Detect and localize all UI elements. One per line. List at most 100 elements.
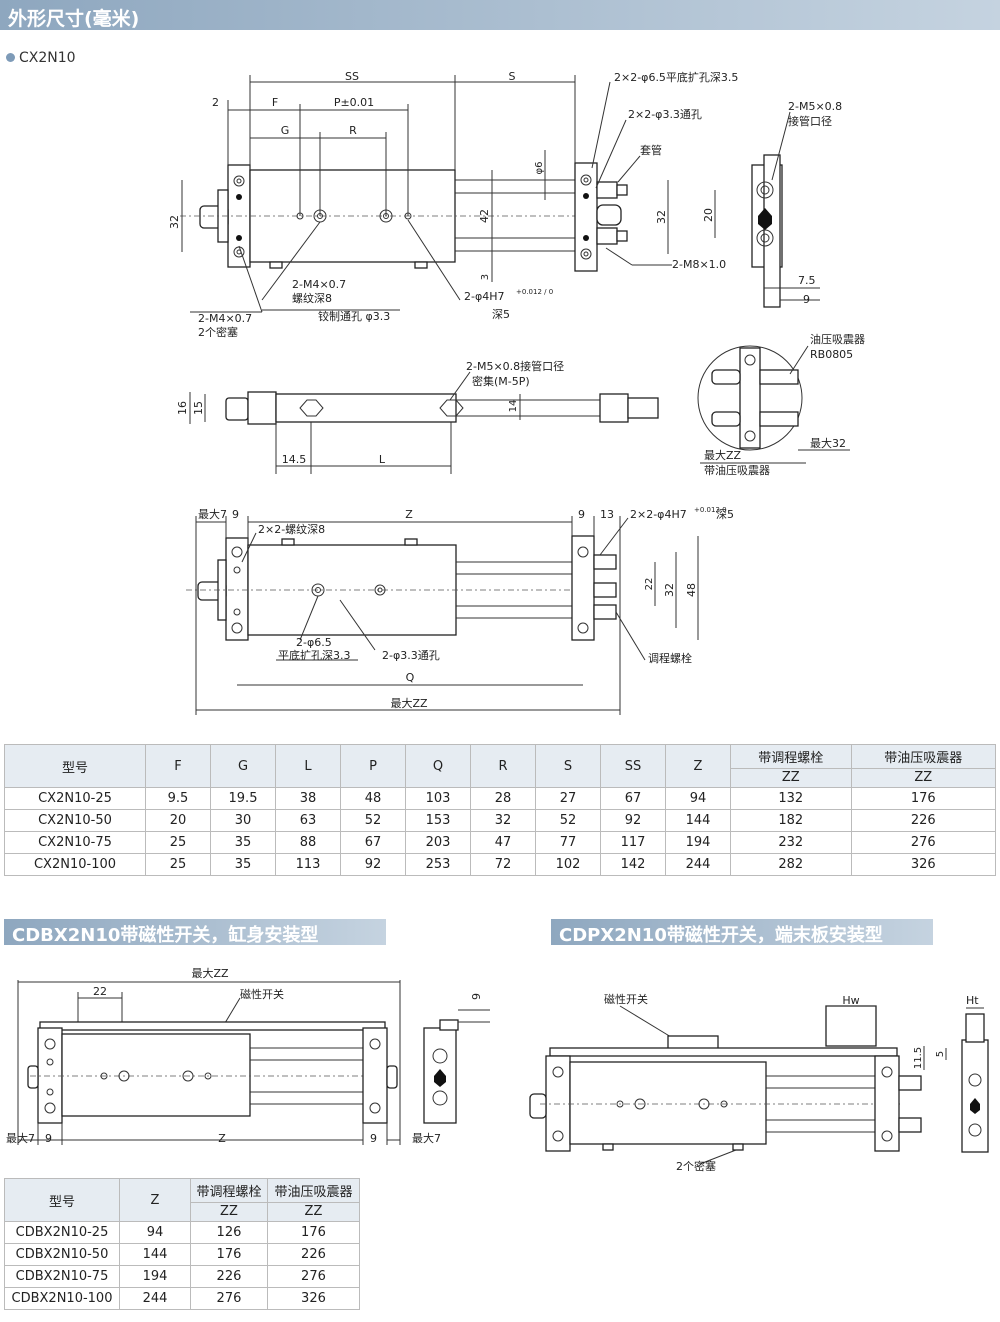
table-cell: 282	[730, 853, 852, 876]
svg-text:+0.012 / 0: +0.012 / 0	[516, 288, 553, 296]
page-title: 外形尺寸(毫米)	[8, 8, 140, 30]
svg-text:2-M5×0.8: 2-M5×0.8	[788, 100, 842, 113]
table-cell: 20	[145, 809, 211, 832]
svg-text:13: 13	[600, 508, 614, 521]
drawing-area-top: SS S 2 F P±0.01 G R 32 42 3 φ6 32 2×2-φ6…	[168, 70, 865, 715]
table-cell: 47	[470, 831, 536, 854]
table-cell: 132	[730, 787, 852, 810]
svg-text:32: 32	[168, 215, 181, 229]
svg-text:最大7: 最大7	[412, 1131, 441, 1145]
th-zz-absorber: ZZ	[850, 767, 997, 789]
svg-text:9: 9	[803, 293, 810, 306]
th-group-absorber: 带油压吸震器	[850, 744, 997, 769]
table-cell: 94	[119, 1221, 191, 1244]
svg-text:11.5: 11.5	[913, 1047, 924, 1069]
svg-text:L: L	[379, 453, 386, 466]
table-cell: 117	[600, 831, 666, 854]
spec-table-cx2n10: 型号 F G L P Q R S SS Z 带调程螺栓 带油压吸震器 ZZ ZZ…	[4, 744, 997, 876]
section-header-cdbx: CDBX2N10带磁性开关，缸身安装型	[4, 919, 386, 946]
svg-text:9: 9	[470, 993, 483, 1000]
table-cell: 35	[210, 831, 276, 854]
table-cell: 35	[210, 853, 276, 876]
svg-text:深5: 深5	[492, 308, 510, 321]
svg-text:最大32: 最大32	[810, 436, 846, 450]
th2-z: Z	[119, 1178, 191, 1222]
table-cell: 144	[119, 1243, 191, 1266]
table-cell: 32	[470, 809, 536, 832]
svg-text:9: 9	[45, 1132, 52, 1145]
section-title-cdbx: CDBX2N10带磁性开关，缸身安装型	[12, 925, 319, 946]
svg-text:最大ZZ: 最大ZZ	[704, 448, 742, 462]
table-cell: 276	[266, 1265, 361, 1288]
svg-text:Ht: Ht	[966, 994, 979, 1007]
table-cell: 72	[470, 853, 536, 876]
svg-text:15: 15	[192, 401, 205, 415]
table-cell: 19.5	[210, 787, 276, 810]
th-g: G	[210, 744, 276, 788]
svg-text:铰制通孔 φ3.3: 铰制通孔 φ3.3	[318, 309, 390, 323]
model-label-text: CX2N10	[19, 50, 76, 66]
svg-text:9: 9	[232, 508, 239, 521]
svg-text:9: 9	[370, 1132, 377, 1145]
table-cell: 77	[535, 831, 601, 854]
table-cell: CDBX2N10-100	[4, 1287, 120, 1310]
th-z: Z	[665, 744, 731, 788]
model-label: CX2N10	[6, 50, 76, 66]
svg-text:48: 48	[685, 583, 698, 597]
table-cell: 226	[850, 809, 997, 832]
table-cell: CDBX2N10-75	[4, 1265, 120, 1288]
svg-text:2-φ4H7: 2-φ4H7	[464, 290, 505, 303]
svg-text:接管口径: 接管口径	[788, 114, 832, 128]
svg-text:油压吸震器: 油压吸震器	[810, 332, 865, 346]
table-cell: 203	[405, 831, 471, 854]
table-cell: 326	[266, 1287, 361, 1310]
svg-text:螺纹深8: 螺纹深8	[292, 291, 332, 305]
table-cell: 176	[190, 1243, 268, 1266]
svg-text:F: F	[272, 96, 278, 109]
table-cell: 67	[340, 831, 406, 854]
svg-text:2-M5×0.8接管口径: 2-M5×0.8接管口径	[466, 359, 564, 373]
svg-text:密集(M-5P): 密集(M-5P)	[472, 374, 530, 388]
drawing-bottom-view: 16 15 14 14.5 L 2-M5×0.8接管口径 密集(M-5P)	[176, 359, 659, 474]
th-q: Q	[405, 744, 471, 788]
drawing-cdpx: 磁性开关 Hw 2个密塞 11.5 5 Ht	[529, 992, 989, 1173]
drawing-side-view: 20 7.5 9 2-M5×0.8 接管口径	[702, 100, 842, 308]
th-f: F	[145, 744, 211, 788]
svg-text:2×2-φ6.5平底扩孔深3.5: 2×2-φ6.5平底扩孔深3.5	[614, 70, 738, 84]
table-cell: 27	[535, 787, 601, 810]
table-cell: 48	[340, 787, 406, 810]
table-cell: 326	[850, 853, 997, 876]
table-cell: 52	[340, 809, 406, 832]
table-cell: 63	[275, 809, 341, 832]
table-cell: 102	[535, 853, 601, 876]
svg-text:套管: 套管	[640, 143, 662, 157]
table-cell: 38	[275, 787, 341, 810]
svg-text:2×2-φ3.3通孔: 2×2-φ3.3通孔	[628, 108, 702, 121]
svg-text:32: 32	[663, 583, 676, 597]
table-cell: CX2N10-75	[4, 831, 146, 854]
svg-text:Hw: Hw	[842, 994, 859, 1007]
table-cell: 30	[210, 809, 276, 832]
svg-text:20: 20	[702, 208, 715, 222]
svg-text:2-φ6.5: 2-φ6.5	[296, 636, 332, 649]
svg-text:平底扩孔深3.3: 平底扩孔深3.3	[278, 648, 351, 662]
svg-text:3: 3	[480, 274, 491, 280]
svg-text:最大7: 最大7	[198, 507, 227, 521]
svg-text:SS: SS	[345, 70, 359, 83]
svg-text:14: 14	[508, 400, 519, 413]
table-cell: 153	[405, 809, 471, 832]
table-cell: 103	[405, 787, 471, 810]
table-cell: CX2N10-25	[4, 787, 146, 810]
table-cell: 126	[190, 1221, 268, 1244]
svg-text:φ6: φ6	[534, 162, 545, 175]
th-model: 型号	[4, 744, 146, 788]
svg-text:RB0805: RB0805	[810, 348, 853, 361]
svg-text:2: 2	[212, 96, 219, 109]
svg-text:2-M4×0.7: 2-M4×0.7	[198, 312, 252, 325]
th2-zz-adjust: ZZ	[190, 1201, 268, 1223]
